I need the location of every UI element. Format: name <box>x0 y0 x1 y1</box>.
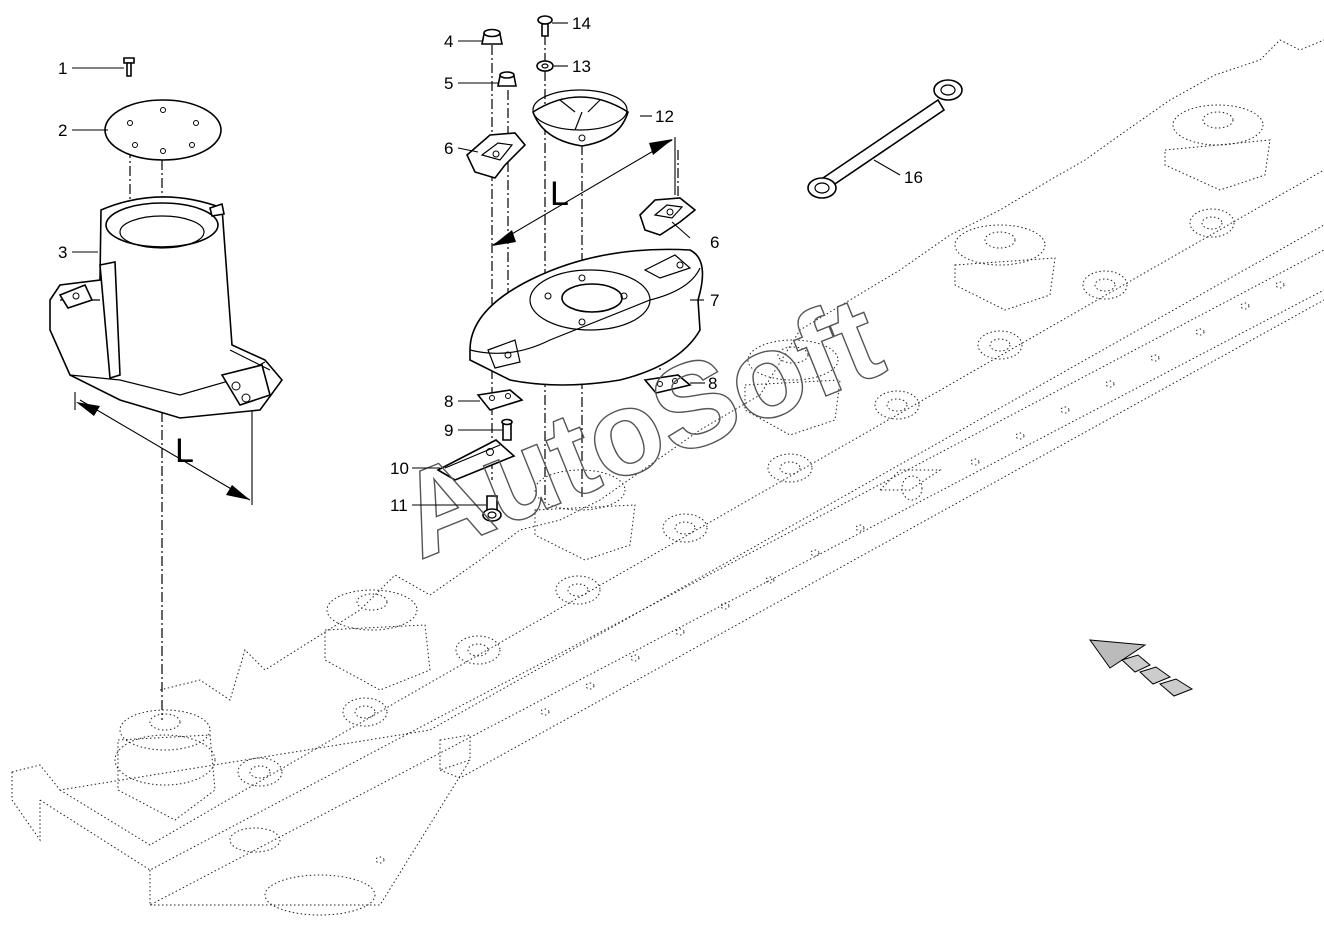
dimension-label-l-center: L <box>550 175 569 213</box>
cone-cap-part-12 <box>532 89 629 147</box>
dimension-label-l-left: L <box>175 432 194 470</box>
blade-part-10 <box>436 439 516 481</box>
callout-6-left: 6 <box>444 139 453 158</box>
blade-bolt-part-11 <box>482 495 502 522</box>
hub-assembly <box>744 339 841 436</box>
blade-holder-part-6-right <box>639 197 697 236</box>
dimension-center: L <box>492 137 676 246</box>
callout-13: 13 <box>572 57 591 76</box>
callout-5: 5 <box>444 74 453 93</box>
hub-assembly <box>114 709 216 821</box>
screw-part-9 <box>501 418 513 441</box>
washer-part-13 <box>536 60 554 72</box>
hub-assembly <box>324 589 431 691</box>
bar-holes <box>375 281 1285 864</box>
callout-4: 4 <box>444 32 453 51</box>
callout-16: 16 <box>904 168 923 187</box>
nut-part-4 <box>481 28 503 45</box>
cutter-disc-part-7 <box>469 248 704 386</box>
callout-1: 1 <box>58 59 67 78</box>
travel-direction-arrow-icon <box>1088 639 1194 697</box>
callout-14: 14 <box>572 14 591 33</box>
cover-plate-part-2 <box>104 99 222 161</box>
callout-10: 10 <box>390 459 409 478</box>
dimension-left: L <box>74 392 253 505</box>
blade-holder-part-6-left <box>466 132 527 179</box>
callout-9: 9 <box>444 421 453 440</box>
callout-leaders <box>72 22 901 506</box>
nut-part-5 <box>497 71 517 87</box>
bar-hubs <box>114 104 1271 821</box>
bolt-part-14 <box>537 15 553 37</box>
callout-6-right: 6 <box>710 233 719 252</box>
callout-numbers: 1 2 3 4 5 6 6 7 8 8 9 10 11 12 13 14 16 <box>58 14 923 515</box>
callout-12: 12 <box>655 107 674 126</box>
wrench-part-16 <box>807 79 963 199</box>
clamp-part-8-right <box>643 374 692 394</box>
drum-housing-part-3 <box>49 196 284 419</box>
cutter-bar <box>11 39 1324 916</box>
bearing-discs <box>237 208 1235 787</box>
hub-assembly <box>534 469 636 561</box>
callout-8-right: 8 <box>708 374 717 393</box>
hub-assembly <box>1164 104 1271 191</box>
callout-8-left: 8 <box>444 392 453 411</box>
screw-part-1 <box>123 57 135 77</box>
callout-2: 2 <box>58 121 67 140</box>
callout-11: 11 <box>390 496 408 515</box>
callout-7: 7 <box>710 291 719 310</box>
clamp-part-8-left <box>476 389 524 411</box>
callout-3: 3 <box>58 243 67 262</box>
hub-assembly <box>954 224 1056 311</box>
